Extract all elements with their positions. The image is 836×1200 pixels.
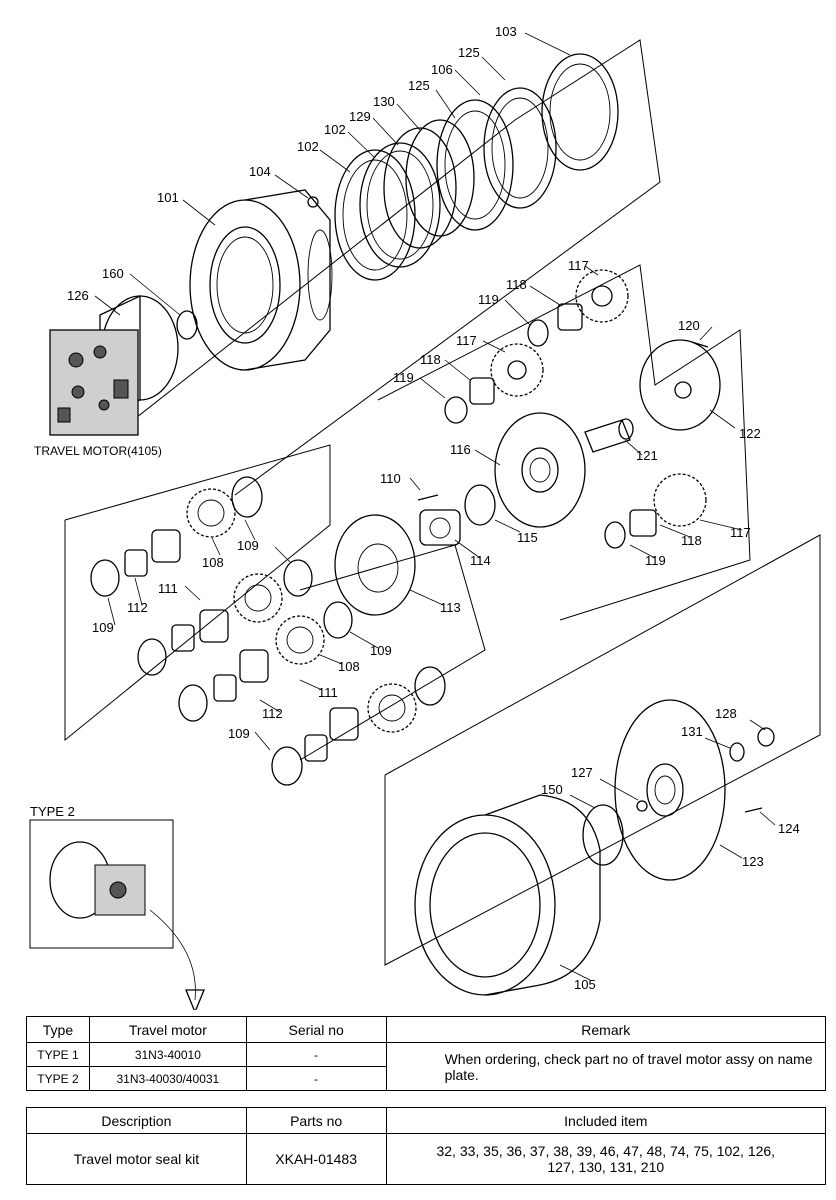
gear-group-upper [444,269,629,424]
hub-101 [189,189,333,371]
serial-cell: - [245,1042,387,1067]
housing-105 [414,794,601,996]
serial-cell: - [245,1066,387,1091]
label-116: 116 [450,442,471,457]
label-119: 119 [393,370,414,385]
header-description: Description [26,1107,247,1134]
remark-cell: When ordering, check part no of travel m… [385,1042,827,1091]
label-108: 108 [338,659,360,674]
label-128: 128 [715,706,737,721]
label-115: 115 [517,530,538,545]
motor-cell: 31N3-40010 [88,1042,247,1067]
header-serial-no: Serial no [245,1016,387,1043]
type-cell: TYPE 2 [26,1066,90,1091]
label-109: 109 [228,726,250,741]
label-124: 124 [778,821,800,836]
label-118: 118 [681,533,702,548]
label-109: 109 [92,620,114,635]
label-106: 106 [431,62,453,77]
label-105: 105 [574,977,596,992]
label-150: 150 [541,782,563,797]
gear-group-right [604,473,707,549]
travel-motor-type-table: Type Travel motor Serial no Remark TYPE … [26,1016,827,1091]
label-127: 127 [571,765,593,780]
label-120: 120 [678,318,700,333]
bolt-124 [744,807,763,813]
thrust-washers-109 [90,476,446,786]
snap-ring-115 [464,484,496,526]
pin-104 [307,196,319,208]
label-109: 109 [237,538,259,553]
description-cell: Travel motor seal kit [26,1133,247,1185]
bearing-stack [334,53,619,281]
label-109: 109 [370,643,392,658]
sun-gear-116 [494,412,586,528]
header-included-item: Included item [385,1107,827,1134]
label-112: 112 [262,706,283,721]
label-108: 108 [202,555,224,570]
header-type: Type [26,1016,90,1043]
label-102: 102 [297,139,319,154]
cover-123 [614,699,726,881]
travel-motor-illustration [49,294,179,436]
leader-lines [94,32,776,981]
label-114: 114 [470,553,491,568]
plate-122 [639,339,721,431]
label-121: 121 [636,448,658,463]
type2-inset [29,819,205,1010]
type-cell: TYPE 1 [26,1042,90,1067]
label-111: 111 [158,581,178,596]
label-103: 103 [495,24,517,39]
header-parts-no: Parts no [245,1107,387,1134]
label-125: 125 [408,78,430,93]
label-118: 118 [506,277,527,292]
label-160: 160 [102,266,124,281]
label-110: 110 [380,471,401,486]
motor-cell: 31N3-40030/40031 [88,1066,247,1091]
plug-131 [729,742,745,762]
travel-motor-caption: TRAVEL MOTOR(4105) [34,444,162,458]
label-126: 126 [67,288,89,303]
label-119: 119 [645,553,666,568]
label-117: 117 [568,258,589,273]
bolt-110 [417,494,439,501]
included-items-cell: 32, 33, 35, 36, 37, 38, 39, 46, 47, 48, … [385,1133,827,1185]
label-125: 125 [458,45,480,60]
exploded-parts-diagram: TRAVEL MOTOR(4105) TYPE 2 103 125 106 12… [29,24,821,1010]
seal-kit-table: Description Parts no Included item Trave… [26,1107,827,1185]
type2-caption: TYPE 2 [30,804,75,819]
label-119: 119 [478,292,499,307]
label-122: 122 [739,426,761,441]
label-117: 117 [730,525,751,540]
label-102: 102 [324,122,346,137]
label-129: 129 [349,109,371,124]
table-row: Travel motor seal kit XKAH-01483 32, 33,… [26,1133,827,1185]
header-travel-motor: Travel motor [88,1016,247,1043]
planet-gears [124,488,417,762]
label-104: 104 [249,164,271,179]
header-remark: Remark [385,1016,827,1043]
label-130: 130 [373,94,395,109]
shaft-121 [584,418,634,453]
label-112: 112 [127,600,148,615]
table-row: TYPE 1 31N3-40010 - When ordering, check… [26,1042,827,1091]
label-131: 131 [681,724,703,739]
o-ring-150 [582,804,624,866]
label-101: 101 [157,190,179,205]
plug-127 [636,800,648,812]
label-118: 118 [420,352,441,367]
label-113: 113 [440,600,461,615]
label-117: 117 [456,333,477,348]
carrier-113 [334,514,416,616]
section-frames [64,39,821,966]
snap-ring-160 [176,310,198,340]
plug-128 [757,727,775,747]
bearing-114 [419,509,461,546]
parts-no-cell: XKAH-01483 [245,1133,387,1185]
label-123: 123 [742,854,764,869]
label-111: 111 [318,685,338,700]
table-row: TYPE 2 31N3-40030/40031 - [26,1066,826,1091]
